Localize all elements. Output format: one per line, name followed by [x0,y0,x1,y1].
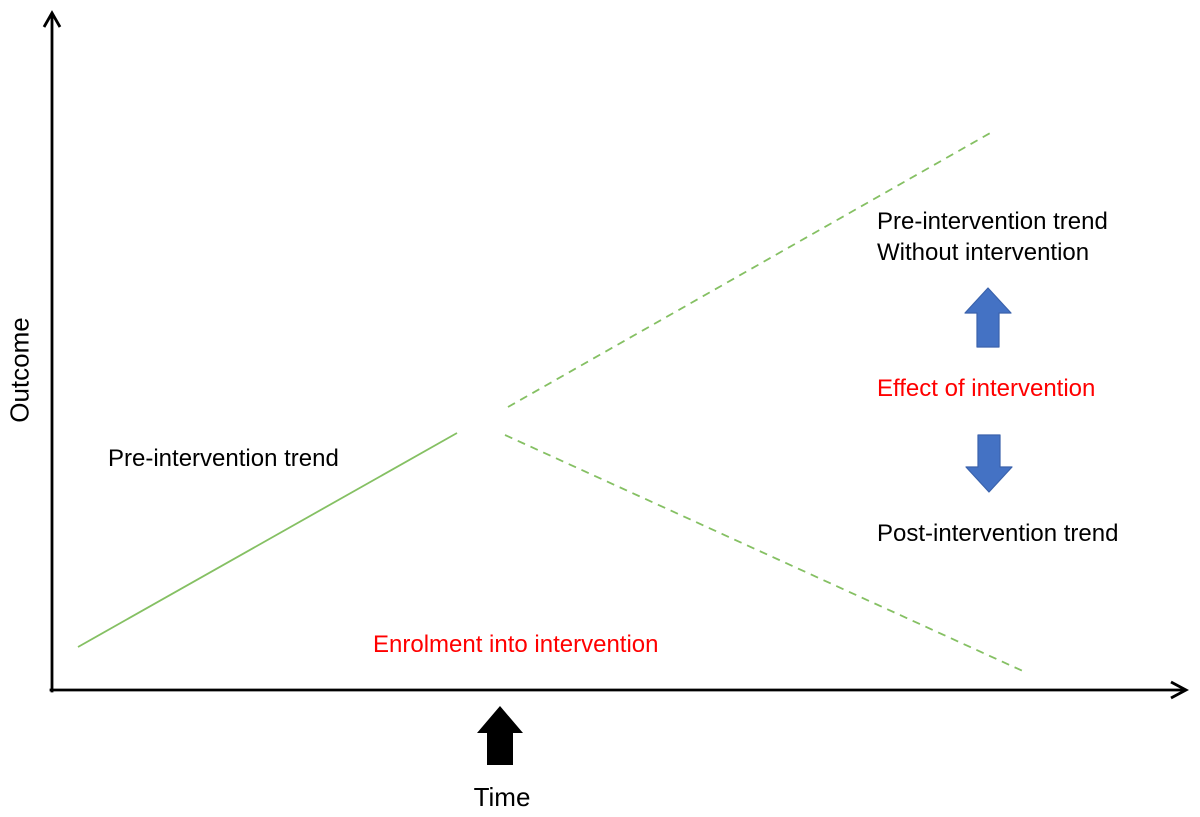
y-axis-title: Outcome [4,317,35,423]
enrolment-up-arrow-icon [477,706,523,765]
counterfactual-trend-label-line2: Without intervention [877,239,1090,266]
counterfactual-trend-line [507,131,993,408]
effect-down-arrow-icon [965,434,1013,493]
x-axis-arrowhead-icon [1170,680,1189,700]
counterfactual-trend-label-line1: Pre-intervention trend [877,208,1108,235]
y-axis-arrowhead-icon [42,10,62,28]
enrolment-label: Enrolment into intervention [373,631,659,658]
post-intervention-trend-line [504,434,1026,673]
pre-intervention-trend-line [77,432,458,648]
post-intervention-trend-label: Post-intervention trend [877,520,1119,547]
effect-up-arrow-icon [964,287,1012,348]
x-axis-title: Time [473,782,531,812]
pre-intervention-trend-label: Pre-intervention trend [108,445,339,472]
counterfactual-trend-label: Pre-intervention trend Without intervent… [877,206,1108,268]
effect-of-intervention-label: Effect of intervention [877,375,1096,402]
